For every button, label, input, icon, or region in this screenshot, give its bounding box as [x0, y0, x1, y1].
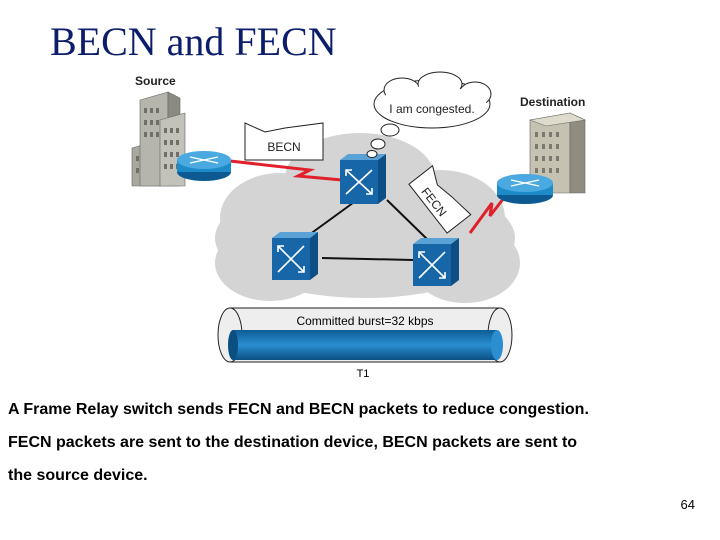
left-switch-icon	[272, 232, 318, 280]
becn-packet-icon	[244, 122, 324, 161]
source-router-icon	[177, 151, 231, 181]
destination-building-icon	[528, 112, 587, 194]
body-line-1: A Frame Relay switch sends FECN and BECN…	[8, 401, 589, 418]
thought-bubble-icon	[366, 71, 492, 158]
page-number: 64	[680, 497, 695, 512]
source-label: Source	[135, 74, 176, 88]
t1-label: T1	[357, 368, 370, 380]
becn-label: BECN	[267, 140, 300, 154]
body-line-2: FECN packets are sent to the destination…	[8, 434, 578, 451]
destination-router-icon	[497, 174, 553, 204]
destination-label: Destination	[520, 95, 585, 109]
fecn-packet-icon	[408, 164, 472, 234]
serial-link-source	[229, 159, 343, 182]
body-line-3: the source device.	[8, 467, 148, 484]
becn-fecn-diagram: Committed burst=32 kbps T1 Source	[131, 71, 587, 380]
congested-switch-icon	[340, 154, 386, 204]
slide-title: BECN and FECN	[50, 19, 337, 64]
committed-link-pipe	[217, 307, 513, 363]
serial-link-destination	[468, 189, 512, 234]
right-switch-icon	[413, 238, 459, 286]
committed-burst-label: Committed burst=32 kbps	[296, 314, 433, 328]
body-text: A Frame Relay switch sends FECN and BECN…	[8, 393, 708, 492]
congested-message: I am congested.	[389, 102, 474, 116]
